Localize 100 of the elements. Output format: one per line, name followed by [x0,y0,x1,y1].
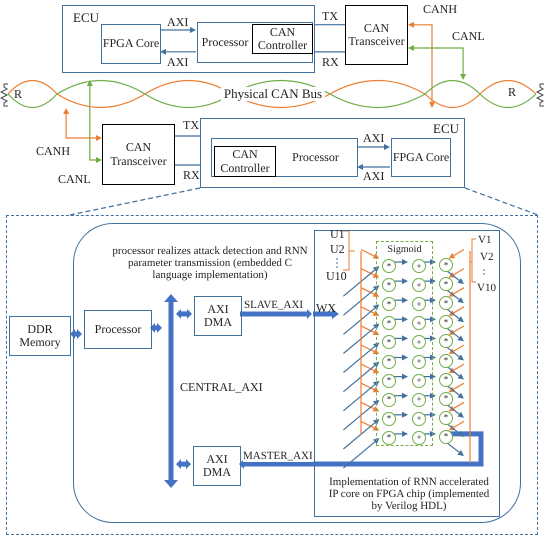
connector-line [175,135,200,137]
dma-box [194,296,242,336]
arrow [360,268,380,278]
arrow [392,354,408,360]
arrow [422,412,436,418]
resistor-label: R [508,86,516,100]
operator-circle [382,297,396,312]
arrow [63,108,102,141]
arrow [239,431,484,469]
soc-panel [73,223,521,523]
bus-label: Physical CAN Bus [220,86,326,102]
operator-symbol: * [444,280,448,289]
arrow [448,306,464,316]
operator-symbol: * [386,395,392,404]
box-label: Processor [94,322,142,336]
arrow [86,80,102,163]
fpga-core-box [101,24,161,64]
processor-box [211,138,358,177]
operator-symbol: * [444,432,448,442]
operator-circle [412,259,426,273]
arrow [392,412,408,418]
arrow [240,309,312,319]
box-label: CAN Controller [219,148,271,175]
operator-symbol: + [416,338,422,347]
ecu-heading: ECU [433,122,459,136]
weight-bus-line [467,251,473,463]
arrow [448,402,464,412]
processor-box [84,310,152,349]
arrow [343,285,380,316]
arrow [448,268,464,278]
arrow [360,325,380,335]
operator-symbol: * [386,280,392,290]
operator-symbol: * [444,413,448,422]
arrow [176,308,192,319]
fpga-core-box [391,138,451,177]
operator-symbol: * [444,260,448,270]
operator-circle [439,430,453,444]
zoom-line [70,187,200,216]
sigmoid-region [376,241,433,446]
arrow [343,400,380,430]
arrow [357,164,390,170]
arrow [160,27,196,33]
arrow [343,418,380,450]
operator-circle [412,354,426,368]
weight-label: V1 [478,234,492,246]
operator-circle [382,316,396,330]
arrow [360,287,380,297]
box-label: Processor [292,150,339,164]
can-controller-box [214,146,276,177]
operator-circle [412,278,426,292]
axi-bus-bar [164,294,178,488]
operator-symbol: + [416,262,422,270]
arrow [422,278,436,284]
operator-symbol: + [416,414,422,424]
arrow [448,287,464,297]
weight-label: U1 [330,228,345,242]
operator-circle [439,354,453,368]
zoom-frame [6,215,538,535]
weight-label: U10 [326,270,347,284]
arrow [360,402,380,412]
operator-circle [382,354,396,368]
arrow [422,374,436,380]
arrow [392,297,408,304]
operator-symbol: + [416,433,422,442]
operator-symbol: * [444,356,448,365]
operator-symbol: * [444,375,448,384]
operator-symbol: * [444,336,448,346]
operator-circle [412,430,426,445]
arrow [343,380,380,412]
arrow [343,266,380,297]
zoom-line [464,187,538,216]
arrow [448,364,464,374]
operator-circle [382,259,396,273]
edge-label: CANL [452,30,485,44]
operator-circle [439,334,453,348]
arrow [422,392,436,399]
arrow [448,325,464,335]
operator-circle [382,374,396,388]
arrow [422,430,436,437]
arrow [360,420,380,430]
description-text: Implementation of RNN accelerated IP core on FPGA chip (implemented by Verilog HDL) [328,476,490,512]
operator-symbol: + [416,300,422,309]
operator-symbol: + [416,318,422,328]
operator-circle [412,392,426,407]
ecu-box [62,5,315,73]
operator-circle [439,410,453,425]
sigmoid-label: Sigmoid [388,244,422,254]
arrow [408,22,435,108]
arrow [408,45,466,80]
connector-line [315,51,345,52]
arrow [422,259,436,265]
arrow [448,382,464,392]
arrow [360,248,380,259]
operator-symbol: + [416,357,422,366]
arrow [343,342,380,374]
can-bus-drawing [8,80,536,108]
ip-core-box [314,230,500,517]
memory-box [9,316,71,356]
arrow [343,323,380,354]
arrow [357,144,390,150]
